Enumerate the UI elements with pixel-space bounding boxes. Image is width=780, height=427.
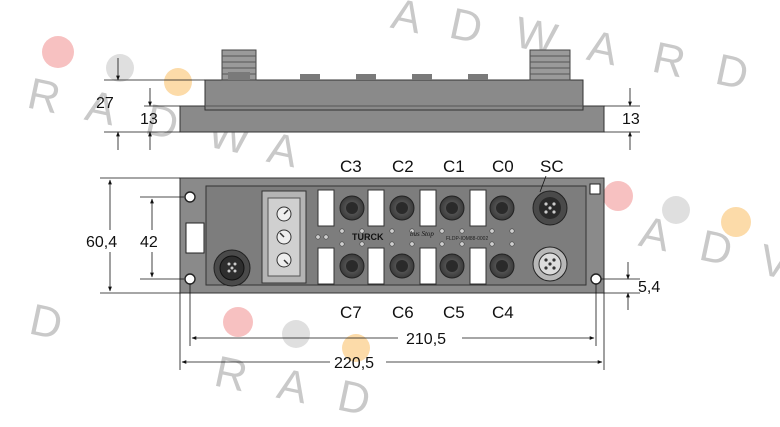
label-sc: SC	[540, 157, 564, 176]
watermark-dot	[662, 196, 690, 224]
channel-label-window	[469, 189, 487, 227]
label-c3: C3	[340, 157, 362, 176]
front-view: TURCK bus Stop FLDP-IOM88-0002	[179, 177, 605, 294]
label-c5: C5	[443, 303, 465, 322]
socket-c1	[439, 195, 465, 221]
dim-hole-spacing: 42	[140, 234, 158, 251]
socket-c4	[489, 253, 515, 279]
label-c1: C1	[443, 157, 465, 176]
dim-hole-pitch-width: 210,5	[406, 331, 446, 348]
brand-logo: TURCK	[352, 232, 384, 242]
side-connector-right	[529, 49, 571, 81]
dim-side-base-left: 13	[140, 111, 158, 128]
side-view	[179, 49, 605, 133]
sc-connector-top	[532, 190, 568, 226]
channel-label-window	[317, 247, 335, 285]
channel-label-window	[367, 189, 385, 227]
watermark-dot	[223, 307, 253, 337]
channel-label-window	[419, 189, 437, 227]
dim-front-height: 60,4	[86, 234, 117, 251]
label-c4: C4	[492, 303, 514, 322]
channel-label-window	[419, 247, 437, 285]
sc-connector-bottom	[532, 246, 568, 282]
socket-c6	[389, 253, 415, 279]
socket-c2	[389, 195, 415, 221]
dimension-drawing: 27 13 13	[42, 36, 751, 372]
label-c7: C7	[340, 303, 362, 322]
side-dimensions: 27 13 13	[96, 58, 640, 150]
socket-c3	[339, 195, 365, 221]
watermark-dot	[721, 207, 751, 237]
watermark-dot	[603, 181, 633, 211]
address-switch-panel	[261, 190, 307, 284]
dim-side-height: 27	[96, 95, 114, 112]
channel-label-window	[317, 189, 335, 227]
model-number: FLDP-IOM88-0002	[446, 236, 488, 242]
label-c6: C6	[392, 303, 414, 322]
dim-hole-offset: 5,4	[638, 279, 660, 296]
socket-c0	[489, 195, 515, 221]
mounting-hole	[184, 191, 196, 203]
channel-label-window	[469, 247, 487, 285]
mounting-hole	[184, 273, 196, 285]
socket-c7	[339, 253, 365, 279]
watermark-dots	[42, 36, 751, 362]
label-c0: C0	[492, 157, 514, 176]
side-housing	[204, 79, 584, 111]
channel-label-window	[367, 247, 385, 285]
watermark-dot	[342, 334, 370, 362]
connector-labels: C3 C2 C1 C0 SC C7 C6 C5 C4	[340, 157, 564, 322]
watermark-dot	[42, 36, 74, 68]
product-line-logo: bus Stop	[410, 230, 434, 238]
mounting-hole	[590, 273, 602, 285]
watermark-dot	[282, 320, 310, 348]
bus-connector	[213, 249, 251, 287]
status-leds	[315, 228, 515, 247]
label-window	[185, 222, 205, 254]
front-dimensions: 60,4 42 5,4 210,5 220,5	[86, 177, 660, 372]
side-connector-left	[221, 49, 257, 81]
corner-mark	[589, 183, 601, 195]
dim-total-width: 220,5	[334, 355, 374, 372]
watermark-dot	[164, 68, 192, 96]
socket-c5	[439, 253, 465, 279]
dim-side-base-right: 13	[622, 111, 640, 128]
label-c2: C2	[392, 157, 414, 176]
watermark-dot	[106, 54, 134, 82]
